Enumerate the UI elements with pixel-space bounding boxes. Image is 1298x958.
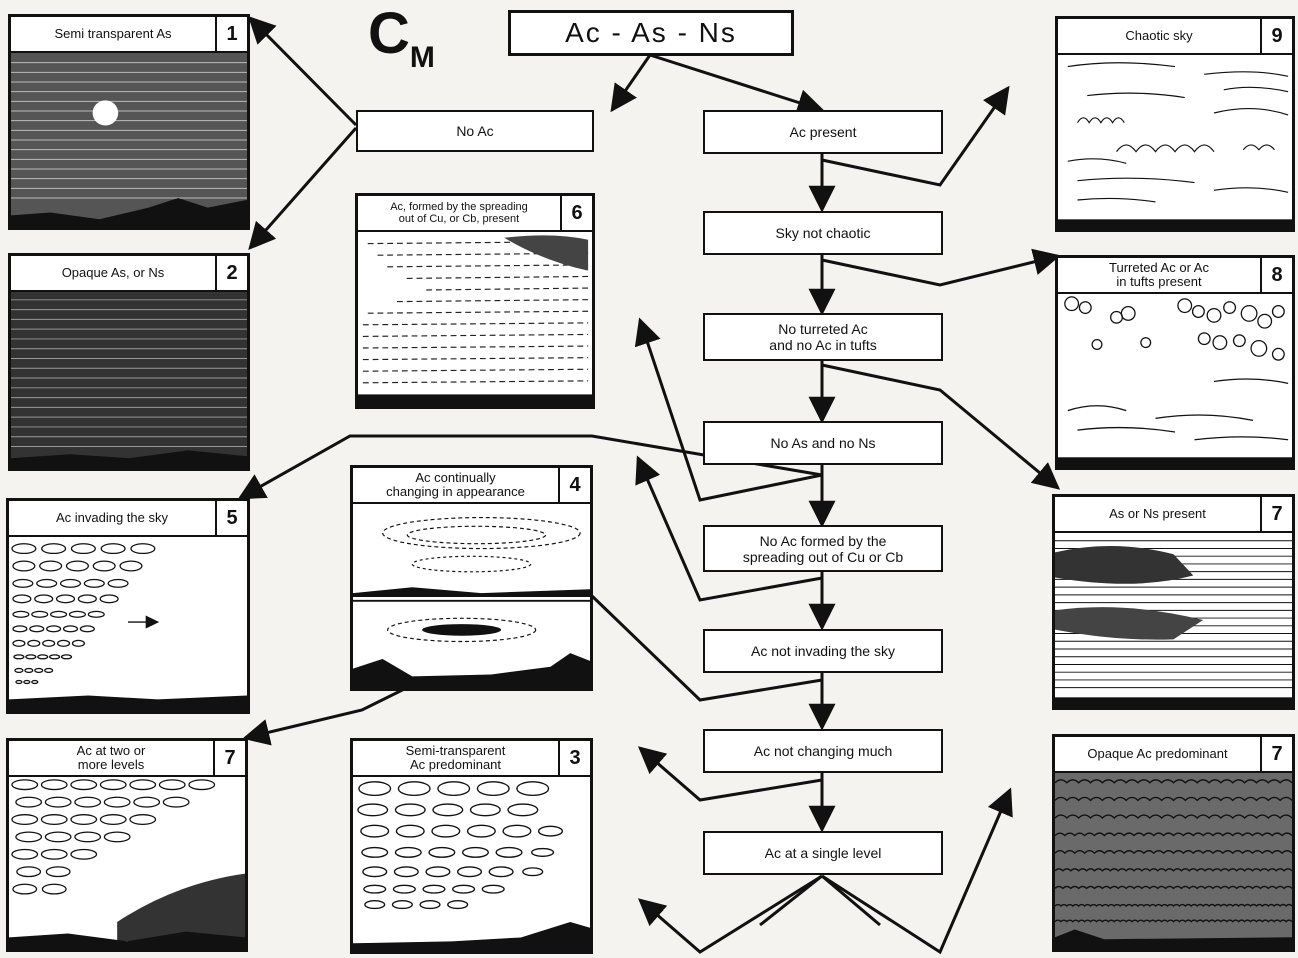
sky-illustration (353, 504, 590, 688)
panel-code: 3 (558, 741, 590, 777)
panel-code: 6 (560, 196, 592, 232)
arrow-no-ac-to-p2 (250, 128, 356, 248)
panel-opaque-as-ns: Opaque As, or Ns 2 (8, 253, 250, 471)
sky-illustration (1055, 533, 1292, 707)
panel-semi-transparent-as: Semi transparent As 1 (8, 14, 250, 230)
sky-illustration (1058, 55, 1292, 229)
panel-code: 9 (1260, 19, 1292, 55)
panel-title: Ac continually changing in appearance (353, 468, 558, 504)
panel-code: 7 (213, 741, 245, 777)
panel-semi-transparent-ac: Semi-transparent Ac predominant 3 (350, 738, 593, 954)
sky-illustration (11, 53, 247, 227)
panel-title: Semi-transparent Ac predominant (353, 741, 558, 777)
node-ac-not-invading: Ac not invading the sky (703, 629, 943, 673)
cm-symbol: CM (368, 4, 435, 88)
sky-illustration (11, 292, 247, 468)
node-no-ac-spreading: No Ac formed by the spreading out of Cu … (703, 525, 943, 572)
panel-code: 5 (215, 501, 247, 537)
panel-title: Opaque Ac predominant (1055, 737, 1260, 773)
panel-ac-spreading-cu-cb: Ac, formed by the spreading out of Cu, o… (355, 193, 595, 409)
panel-ac-invading: Ac invading the sky 5 (6, 498, 250, 714)
sky-illustration (1058, 294, 1292, 467)
sky-illustration (9, 777, 245, 949)
panel-title: Chaotic sky (1058, 19, 1260, 55)
node-ac-not-changing: Ac not changing much (703, 729, 943, 773)
arrow-single-to-left (640, 876, 822, 952)
panel-title: Opaque As, or Ns (11, 256, 215, 292)
panel-code: 7 (1260, 737, 1292, 773)
arrow-title-to-no-ac (612, 55, 650, 110)
arrow-no-ac-to-p1 (250, 18, 356, 125)
panel-title: As or Ns present (1055, 497, 1260, 533)
node-no-ac: No Ac (356, 110, 594, 152)
node-ac-present: Ac present (703, 110, 943, 154)
panel-title: Ac, formed by the spreading out of Cu, o… (358, 196, 560, 232)
arrow-single-split-left (760, 876, 822, 925)
panel-title: Semi transparent As (11, 17, 215, 53)
panel-title: Ac at two or more levels (9, 741, 213, 777)
arrow-title-to-ac-present (650, 55, 822, 110)
node-sky-not-chaotic: Sky not chaotic (703, 211, 943, 255)
arrow-single-split-right (822, 876, 880, 925)
panel-code: 4 (558, 468, 590, 504)
panel-title: Turreted Ac or Ac in tufts present (1058, 258, 1260, 294)
panel-ac-continually-changing: Ac continually changing in appearance 4 (350, 465, 593, 691)
sky-illustration (353, 777, 590, 951)
panel-ac-two-levels: Ac at two or more levels 7 (6, 738, 248, 952)
panel-turreted-ac: Turreted Ac or Ac in tufts present 8 (1055, 255, 1295, 470)
panel-code: 2 (215, 256, 247, 292)
node-no-as-ns: No As and no Ns (703, 421, 943, 465)
panel-code: 7 (1260, 497, 1292, 533)
panel-title: Ac invading the sky (9, 501, 215, 537)
sky-illustration (1055, 773, 1292, 949)
panel-as-ns-present: As or Ns present 7 (1052, 494, 1295, 710)
panel-code: 1 (215, 17, 247, 53)
sky-illustration (358, 232, 592, 406)
arrow-to-p8 (822, 256, 1058, 285)
sky-illustration (9, 537, 247, 711)
panel-chaotic-sky: Chaotic sky 9 (1055, 16, 1295, 232)
node-no-turreted: No turreted Ac and no Ac in tufts (703, 313, 943, 361)
diagram-title: Ac - As - Ns (508, 10, 794, 56)
node-ac-single-level: Ac at a single level (703, 831, 943, 875)
panel-code: 8 (1260, 258, 1292, 294)
panel-opaque-ac: Opaque Ac predominant 7 (1052, 734, 1295, 952)
